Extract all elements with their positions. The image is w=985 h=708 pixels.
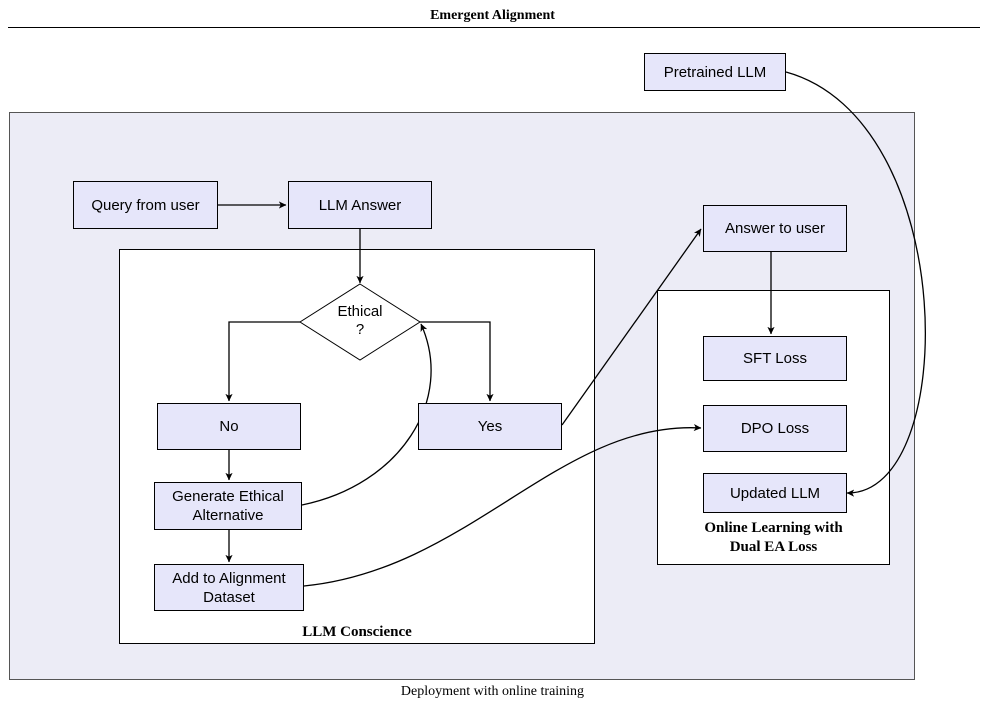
query-from-user-box: Query from user bbox=[73, 181, 218, 229]
llm-answer-box: LLM Answer bbox=[288, 181, 432, 229]
arrow-ethical-to-no bbox=[225, 321, 300, 402]
sft-loss-box: SFT Loss bbox=[703, 336, 847, 381]
online-learning-label-line1: Online Learning with bbox=[704, 520, 843, 536]
arrow-add-to-dpo bbox=[303, 424, 702, 587]
arrow-ethical-to-yes bbox=[420, 321, 494, 402]
dpo-loss-box: DPO Loss bbox=[703, 405, 847, 452]
add-to-alignment-dataset-box: Add to Alignment Dataset bbox=[154, 564, 304, 611]
arrow-generate-to-ethical bbox=[301, 323, 432, 506]
header-rule bbox=[8, 27, 980, 28]
ethical-decision-line2: ? bbox=[355, 321, 365, 338]
page-header-title: Emergent Alignment bbox=[430, 8, 555, 23]
add-to-alignment-dataset-line2: Dataset bbox=[203, 588, 255, 606]
llm-conscience-label: LLM Conscience bbox=[302, 624, 412, 640]
ethical-decision-diamond bbox=[299, 283, 421, 361]
updated-llm-box: Updated LLM bbox=[703, 473, 847, 513]
generate-ethical-alternative-line2: Alternative bbox=[192, 507, 264, 524]
online-learning-label-line2: Dual EA Loss bbox=[729, 539, 818, 555]
arrow-pretrained-to-updated bbox=[785, 71, 926, 497]
no-box: No bbox=[157, 403, 301, 450]
generate-ethical-alternative-line1: Generate Ethical bbox=[172, 488, 284, 505]
pretrained-llm-box: Pretrained LLM bbox=[644, 53, 786, 91]
arrow-yes-to-answer-user bbox=[561, 228, 702, 426]
online-learning-label: Online Learning with Dual EA Loss bbox=[657, 519, 890, 557]
answer-to-user-box: Answer to user bbox=[703, 205, 847, 252]
ethical-decision-label: Ethical ? bbox=[310, 303, 410, 339]
add-to-alignment-dataset-line1: Add to Alignment bbox=[172, 569, 286, 587]
yes-box: Yes bbox=[418, 403, 562, 450]
generate-ethical-alternative-box: Generate Ethical Alternative bbox=[154, 482, 302, 530]
ethical-decision-line1: Ethical bbox=[337, 303, 383, 320]
figure-caption: Deployment with online training bbox=[400, 684, 585, 699]
